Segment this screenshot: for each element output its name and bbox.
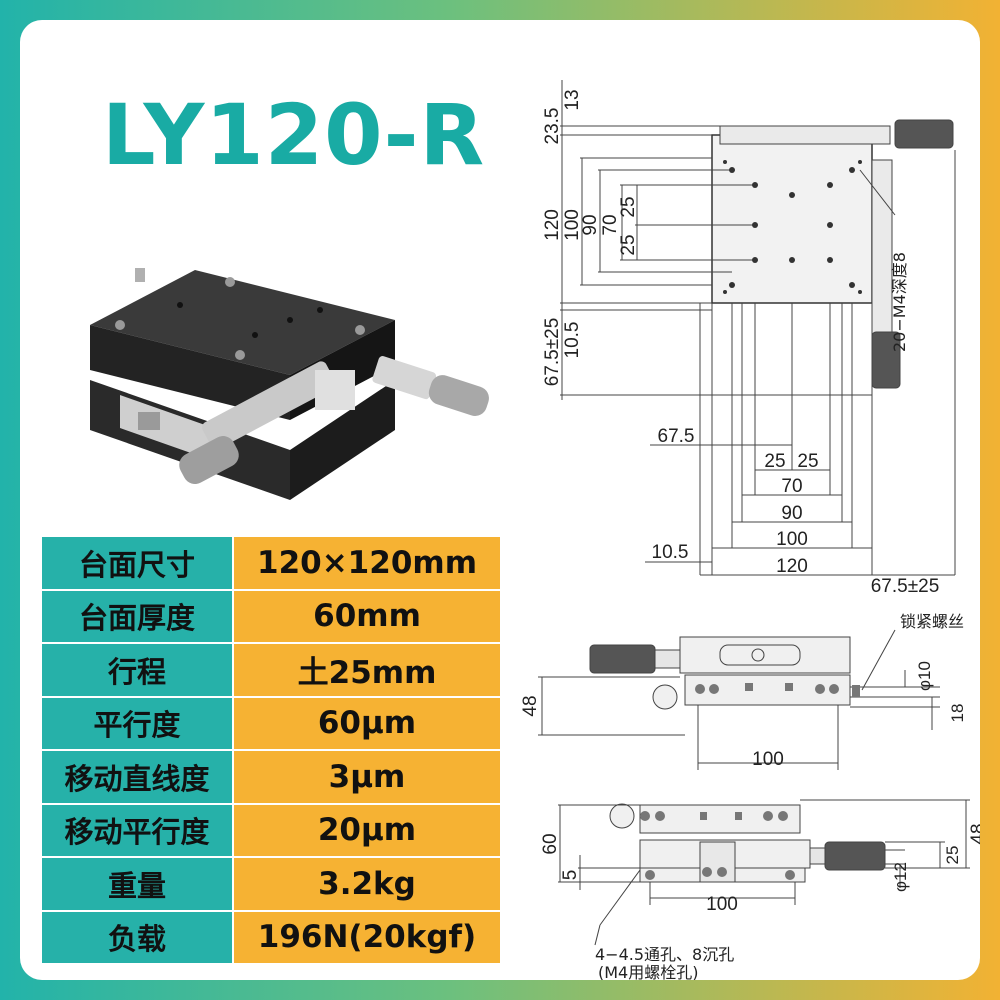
dim-label: 67.5±25 xyxy=(871,576,940,597)
spec-label: 台面尺寸 xyxy=(40,535,234,591)
spec-label: 重量 xyxy=(40,856,234,912)
side-view-2-drawing: 60 5 100 48 25 φ12 4−4.5通孔、8沉孔 (M4用螺栓孔) xyxy=(540,799,980,980)
table-row: 行程 土25mm xyxy=(40,642,502,698)
dim-label: 100 xyxy=(776,529,808,550)
dim-label: 100 xyxy=(706,894,738,915)
table-row: 移动平行度 20μm xyxy=(40,802,502,858)
dim-label: 90 xyxy=(580,214,601,235)
dim-label: 48 xyxy=(520,695,541,716)
spec-table: 台面尺寸 120×120mm 台面厚度 60mm 行程 土25mm 平行度 60… xyxy=(40,535,502,965)
dim-label: 120 xyxy=(776,556,808,577)
dim-label: 67.5±25 xyxy=(542,318,563,387)
spec-label: 台面厚度 xyxy=(40,588,234,644)
dim-label: 100 xyxy=(752,749,784,770)
dim-label: 13 xyxy=(562,89,583,110)
table-row: 台面尺寸 120×120mm xyxy=(40,535,502,591)
table-row: 重量 3.2kg xyxy=(40,856,502,912)
spec-label: 负载 xyxy=(40,909,234,965)
spec-value: 60mm xyxy=(313,598,421,635)
dim-label: 60 xyxy=(540,833,561,854)
spec-label: 平行度 xyxy=(40,695,234,751)
dim-label: 48 xyxy=(968,823,980,844)
top-view-drawing: 23.5 13 120 100 90 70 25 25 67.5±25 10.5… xyxy=(542,80,956,597)
dim-label: 100 xyxy=(562,209,583,241)
table-row: 平行度 60μm xyxy=(40,695,502,751)
spec-value: 3.2kg xyxy=(318,865,416,902)
dim-label: 25 xyxy=(943,846,962,865)
dim-label: 25 xyxy=(618,196,639,217)
dim-label: 25 xyxy=(618,234,639,255)
spec-label: 移动直线度 xyxy=(40,749,234,805)
dim-label: 5 xyxy=(560,870,581,881)
product-card: LY120-R xyxy=(20,20,980,980)
hole-note: (M4用螺栓孔) xyxy=(598,963,698,980)
table-row: 台面厚度 60mm xyxy=(40,588,502,644)
spec-value: 土25mm xyxy=(297,655,437,692)
spec-value: 60μm xyxy=(317,705,417,742)
spec-value: 120×120mm xyxy=(257,544,477,581)
dim-label: φ12 xyxy=(891,862,910,892)
lock-screw-callout: 锁紧螺丝 xyxy=(900,612,964,631)
hole-note: 20−M4深度8 xyxy=(890,252,909,352)
product-image xyxy=(90,268,489,500)
dim-label: 90 xyxy=(781,503,802,524)
dim-label: 70 xyxy=(600,214,621,235)
spec-value: 3μm xyxy=(328,758,406,795)
dim-label: 120 xyxy=(542,209,563,241)
table-row: 移动直线度 3μm xyxy=(40,749,502,805)
hole-note: 4−4.5通孔、8沉孔 xyxy=(595,945,734,964)
spec-value: 196N(20kgf) xyxy=(257,919,477,956)
dim-label: 25 xyxy=(797,451,818,472)
dim-label: 23.5 xyxy=(542,108,563,145)
dim-label: 10.5 xyxy=(562,322,583,359)
spec-label: 行程 xyxy=(40,642,234,698)
spec-label: 移动平行度 xyxy=(40,802,234,858)
dim-label: 67.5 xyxy=(658,426,695,447)
dim-label: φ10 xyxy=(915,661,934,691)
spec-value: 20μm xyxy=(317,812,417,849)
dim-label: 25 xyxy=(764,451,785,472)
dim-label: 18 xyxy=(948,704,967,723)
dim-label: 10.5 xyxy=(652,542,689,563)
table-row: 负载 196N(20kgf) xyxy=(40,909,502,965)
dim-label: 70 xyxy=(781,476,802,497)
model-title: LY120-R xyxy=(102,86,486,184)
side-view-1-drawing: 锁紧螺丝 48 100 φ10 18 xyxy=(520,612,967,770)
